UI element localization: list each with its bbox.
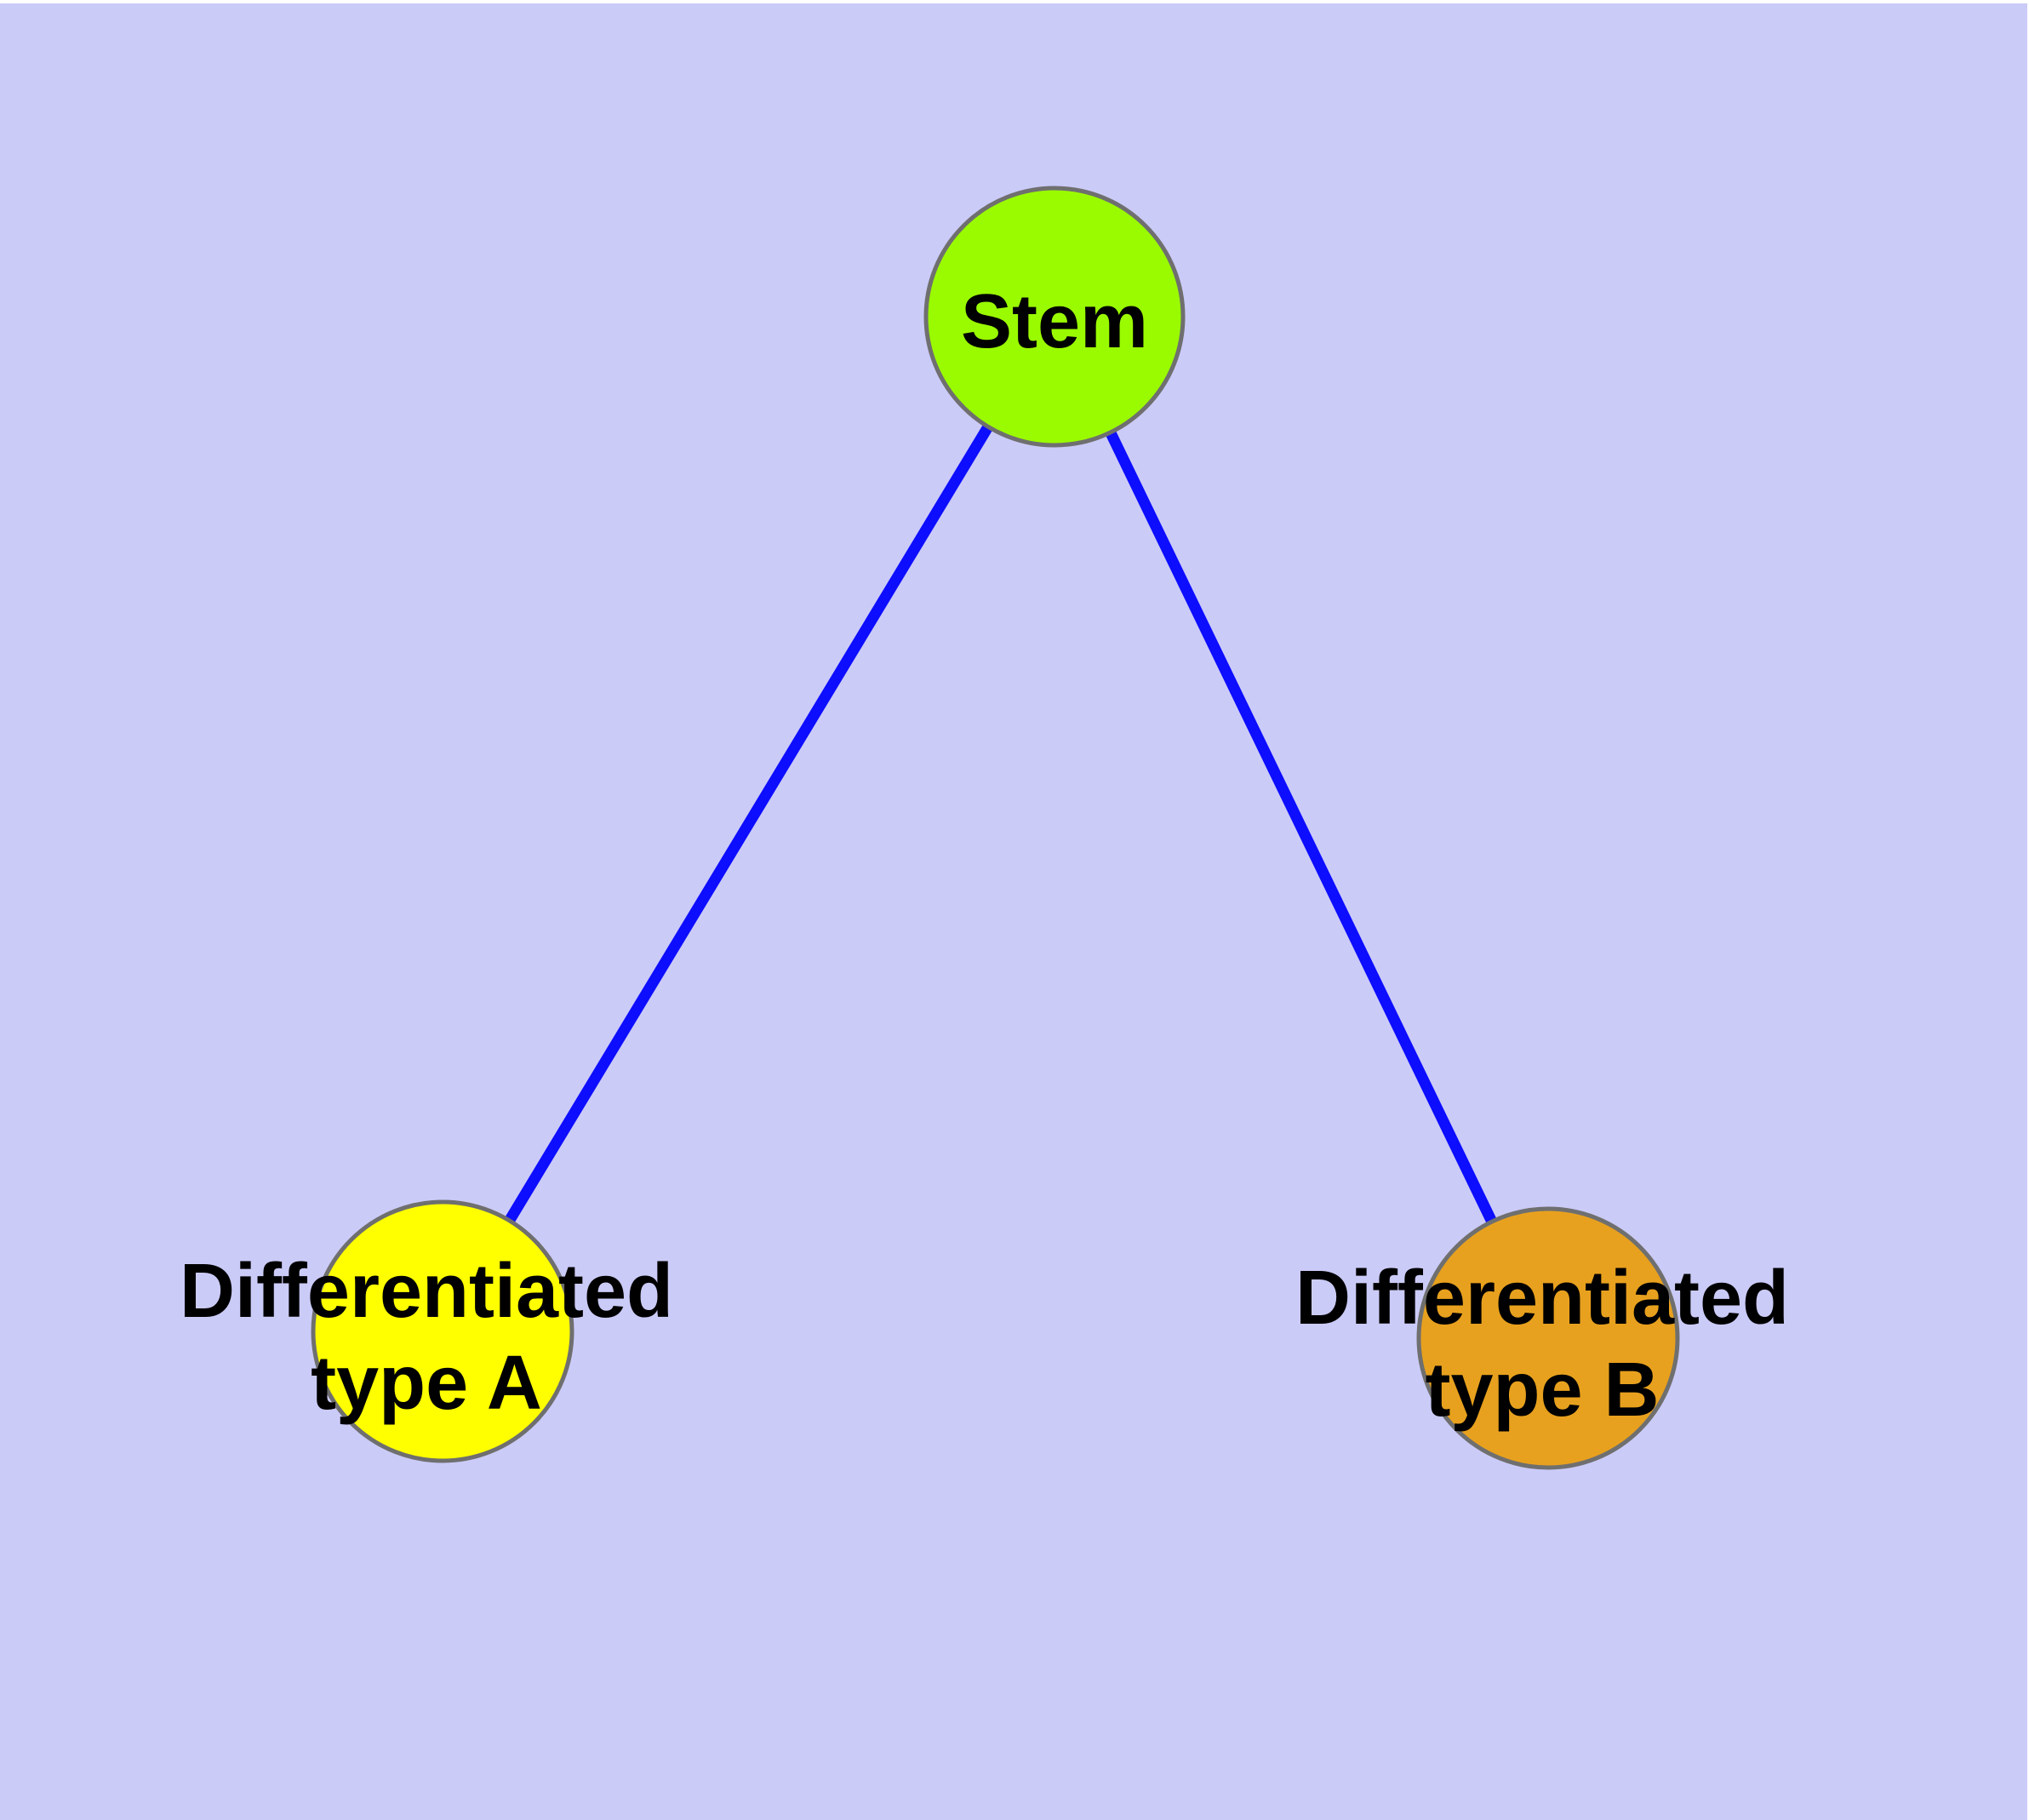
node-type-b-label-line1: Differentiated [1295, 1256, 1789, 1341]
node-type-b-label-line2: type B [1425, 1348, 1659, 1433]
node-type-a-circle [311, 1199, 574, 1463]
node-differentiated-type-b: Differentiated type B [1295, 1206, 1789, 1470]
edge-stem-to-type-a [437, 313, 1060, 1335]
node-type-a-label-line2: type A [311, 1341, 542, 1426]
node-type-a-label-line1: Differentiated [180, 1249, 673, 1334]
node-stem: Stem [923, 186, 1186, 448]
node-type-b-circle [1416, 1206, 1680, 1470]
node-differentiated-type-a: Differentiated type A [180, 1199, 673, 1463]
edge-stem-to-type-b [1049, 314, 1553, 1341]
node-stem-circle [923, 186, 1186, 448]
node-stem-label: Stem [961, 279, 1148, 364]
